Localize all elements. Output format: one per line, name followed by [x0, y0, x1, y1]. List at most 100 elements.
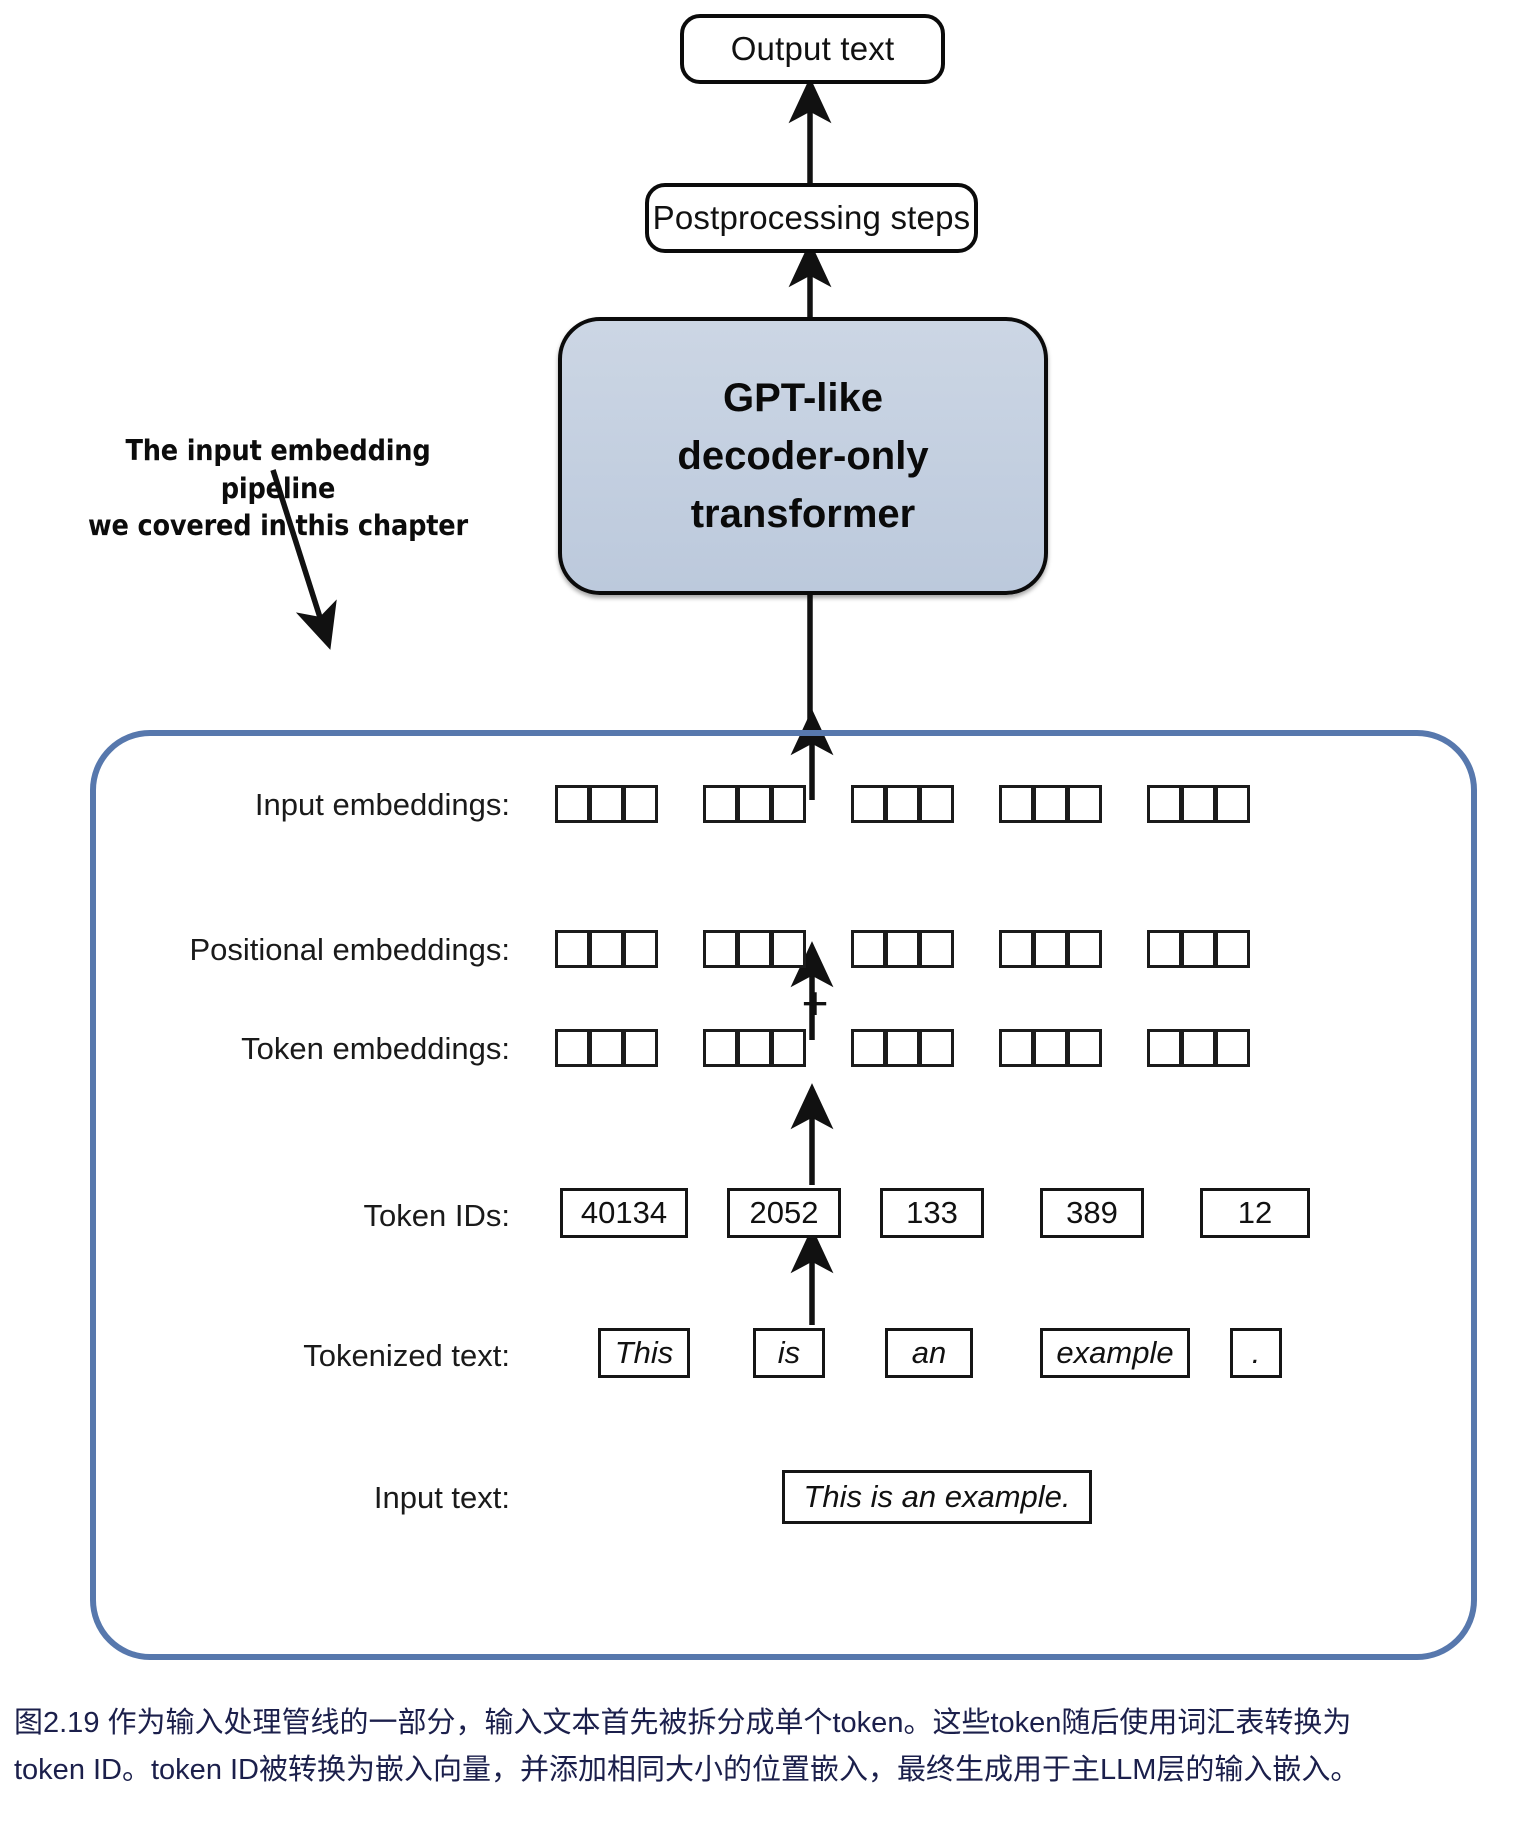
embedding-cell [919, 1029, 954, 1067]
embedding-group [999, 785, 1102, 827]
embedding-cell [1147, 1029, 1182, 1067]
gpt-decoder-block: GPT-like decoder-only transformer [558, 317, 1048, 595]
embedding-cell [771, 785, 806, 823]
input-text-label-text: Input text: [373, 1480, 510, 1515]
embedding-cell [1067, 930, 1102, 968]
embedding-cell [623, 1029, 658, 1067]
row-label-token-ids: Token IDs: [170, 1198, 510, 1234]
embedding-cell [1181, 785, 1216, 823]
token-value: is [777, 1335, 801, 1370]
embedding-group [703, 930, 806, 972]
input-embeddings-label-text: Input embeddings: [254, 787, 510, 822]
embedding-cell [1033, 930, 1068, 968]
gpt-line-3: transformer [690, 492, 916, 536]
embedding-cell [851, 930, 886, 968]
positional-embeddings-label-text: Positional embeddings: [189, 932, 510, 967]
token-box: is [753, 1328, 825, 1378]
token-ids-label-text: Token IDs: [363, 1198, 510, 1233]
embedding-group [555, 930, 658, 972]
figure-caption: 图2.19 作为输入处理管线的一部分，输入文本首先被拆分成单个token。这些t… [14, 1700, 1504, 1794]
row-label-input-text: Input text: [190, 1480, 510, 1516]
token-id-value: 2052 [749, 1195, 819, 1230]
embedding-cell [737, 1029, 772, 1067]
embedding-cell [1181, 1029, 1216, 1067]
embedding-group [1147, 1029, 1250, 1071]
token-id-box: 2052 [727, 1188, 841, 1238]
embedding-group [1147, 785, 1250, 827]
embedding-cell [1215, 785, 1250, 823]
token-value: . [1251, 1335, 1261, 1370]
plus-operator: + [795, 980, 835, 1026]
row-label-token-embeddings: Token embeddings: [130, 1031, 510, 1067]
embedding-cell [919, 785, 954, 823]
embedding-cell [919, 930, 954, 968]
input-embedding-pipeline-container [90, 730, 1477, 1660]
token-id-box: 12 [1200, 1188, 1310, 1238]
embedding-cell [623, 785, 658, 823]
annotation-callout: The input embedding pipeline we covered … [78, 432, 478, 545]
row-label-positional-embeddings: Positional embeddings: [110, 932, 510, 968]
embedding-cell [589, 785, 624, 823]
embedding-cell [1067, 785, 1102, 823]
token-box: an [885, 1328, 973, 1378]
embedding-cell [703, 1029, 738, 1067]
embedding-cell [999, 930, 1034, 968]
token-id-value: 12 [1237, 1195, 1273, 1230]
embedding-cell [703, 930, 738, 968]
embedding-group [999, 930, 1102, 972]
embedding-group [851, 785, 954, 827]
embedding-cell [999, 1029, 1034, 1067]
row-input-embeddings [555, 785, 1345, 827]
token-value: example [1056, 1335, 1174, 1370]
token-id-value: 133 [906, 1195, 958, 1230]
embedding-cell [851, 785, 886, 823]
token-id-box: 389 [1040, 1188, 1144, 1238]
input-text-box: This is an example. [782, 1470, 1092, 1524]
embedding-group [555, 1029, 658, 1071]
embedding-group [1147, 930, 1250, 972]
token-id-value: 389 [1066, 1195, 1118, 1230]
embedding-cell [1147, 785, 1182, 823]
row-label-tokenized-text: Tokenized text: [140, 1338, 510, 1374]
tokenized-text-label-text: Tokenized text: [303, 1338, 510, 1373]
embedding-cell [771, 930, 806, 968]
embedding-cell [1215, 930, 1250, 968]
row-label-input-embeddings: Input embeddings: [150, 787, 510, 823]
token-value: This [614, 1335, 674, 1370]
gpt-line-1: GPT-like [722, 376, 884, 420]
embedding-cell [623, 930, 658, 968]
embedding-cell [999, 785, 1034, 823]
embedding-cell [737, 785, 772, 823]
output-text-box: Output text [680, 14, 945, 84]
embedding-group [703, 1029, 806, 1071]
embedding-cell [1033, 785, 1068, 823]
embedding-cell [1067, 1029, 1102, 1067]
embedding-cell [589, 1029, 624, 1067]
embedding-group [999, 1029, 1102, 1071]
token-id-value: 40134 [580, 1195, 668, 1230]
token-box: . [1230, 1328, 1282, 1378]
embedding-cell [737, 930, 772, 968]
embedding-group [851, 1029, 954, 1071]
input-text-value: This is an example. [803, 1479, 1071, 1514]
caption-line-1: 图2.19 作为输入处理管线的一部分，输入文本首先被拆分成单个token。这些t… [14, 1707, 1352, 1739]
embedding-cell [555, 1029, 590, 1067]
embedding-cell [1181, 930, 1216, 968]
embedding-cell [885, 1029, 920, 1067]
output-text-label: Output text [730, 30, 895, 67]
embedding-group [555, 785, 658, 827]
embedding-group [703, 785, 806, 827]
postprocessing-box: Postprocessing steps [645, 183, 978, 253]
token-value: an [911, 1335, 947, 1370]
postprocessing-label: Postprocessing steps [652, 199, 971, 236]
token-box: example [1040, 1328, 1190, 1378]
token-id-box: 133 [880, 1188, 984, 1238]
gpt-line-2: decoder-only [677, 434, 929, 478]
embedding-cell [851, 1029, 886, 1067]
embedding-cell [1033, 1029, 1068, 1067]
caption-line-2: token ID。token ID被转换为嵌入向量，并添加相同大小的位置嵌入，最… [14, 1753, 1360, 1786]
embedding-cell [885, 785, 920, 823]
embedding-cell [589, 930, 624, 968]
row-token-embeddings [555, 1029, 1345, 1071]
plus-symbol-text: + [801, 977, 829, 1029]
